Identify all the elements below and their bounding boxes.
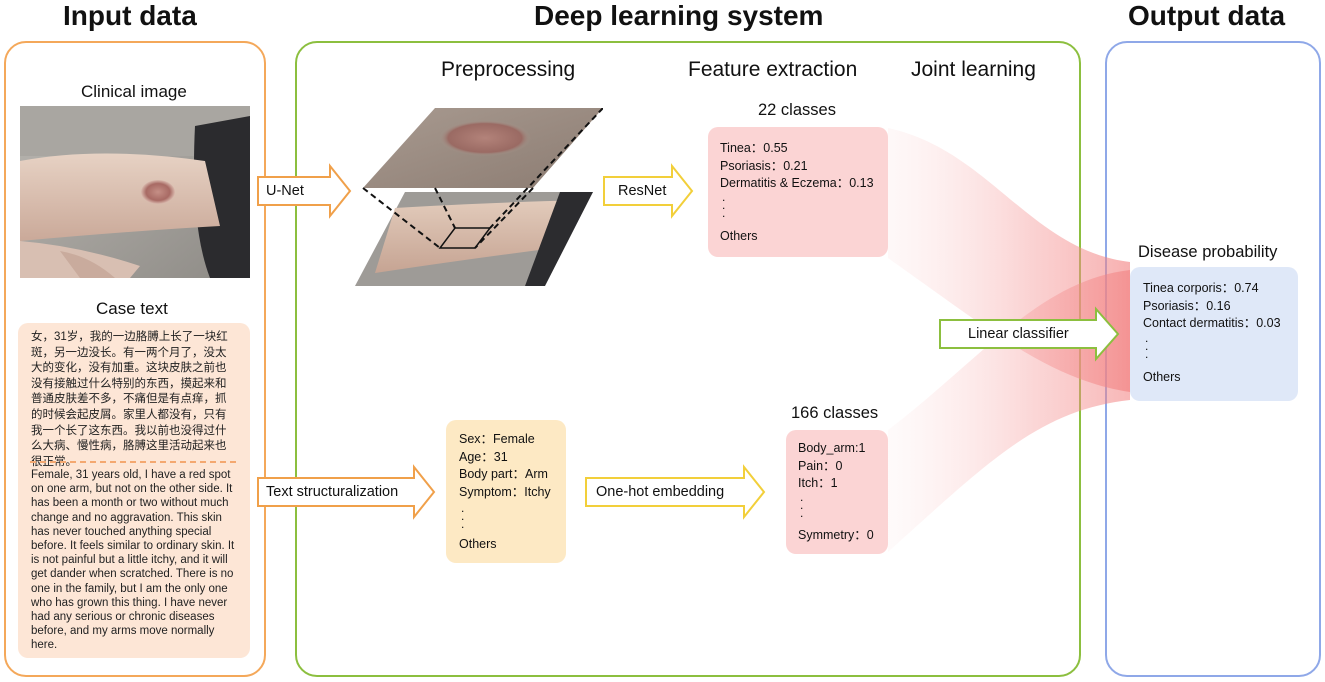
output-data-title: Output data	[1128, 0, 1286, 31]
case-text-box: 女，31岁，我的一边胳膊上长了一块红 斑，另一边没长。有一两个月了，没太 大的变…	[18, 323, 250, 658]
text-feature-line: Body_arm:1	[798, 441, 866, 455]
ellipsis-dots: ...	[722, 190, 726, 220]
linear-classifier-label: Linear classifier	[968, 326, 1069, 342]
image-feature-line: Psoriasis：0.21	[720, 158, 808, 173]
chinese-case-text: 女，31岁，我的一边胳膊上长了一块红 斑，另一边没长。有一两个月了，没太 大的变…	[31, 331, 228, 468]
image-classes-header: 22 classes	[758, 101, 836, 119]
onehot-arrow	[585, 464, 766, 520]
output-probability-line: Tinea corporis：0.74	[1143, 281, 1259, 295]
unet-label: U-Net	[266, 183, 304, 199]
text-classes-header: 166 classes	[791, 404, 879, 422]
linear-classifier-arrow	[939, 306, 1120, 362]
onehot-label: One-hot embedding	[596, 484, 725, 500]
output-others: Others	[1143, 370, 1181, 384]
clinical-image-label: Clinical image	[81, 82, 187, 101]
image-feature-line: Dermatitis & Eczema：0.13	[720, 176, 874, 190]
input-data-title: Input data	[63, 0, 197, 31]
ellipsis-dots: ...	[1145, 331, 1149, 361]
image-feature-line: Tinea：0.55	[720, 141, 788, 155]
text-feature-others: Symmetry：0	[798, 528, 874, 542]
structured-line: Symptom：Itchy	[459, 484, 551, 499]
text-feature-line: Pain：0	[798, 458, 843, 473]
input-panel	[4, 41, 266, 677]
resnet-label: ResNet	[618, 183, 667, 199]
output-probability-line: Psoriasis：0.16	[1143, 298, 1231, 313]
text-structuralization-label: Text structuralization	[266, 484, 399, 500]
structured-others: Others	[459, 537, 497, 551]
disease-probability-header: Disease probability	[1138, 243, 1278, 261]
text-divider	[30, 461, 236, 463]
clinical-image-photo	[20, 106, 250, 278]
structured-text-box: Sex：Female Age：31 Body part：Arm Symptom：…	[446, 420, 566, 563]
english-case-text: Female, 31 years old, I have a red spot …	[31, 469, 235, 652]
output-probability-box: Tinea corporis：0.74 Psoriasis：0.16 Conta…	[1130, 267, 1298, 401]
preprocessing-heading: Preprocessing	[441, 58, 576, 81]
image-feature-others: Others	[720, 229, 758, 243]
case-text-label: Case text	[96, 299, 168, 318]
structured-line: Sex：Female	[459, 432, 535, 446]
text-feature-box: Body_arm:1 Pain：0 Itch：1 ... Symmetry：0	[786, 430, 888, 554]
deep-learning-system-title: Deep learning system	[534, 0, 824, 31]
image-feature-box: Tinea：0.55 Psoriasis：0.21 Dermatitis & E…	[708, 127, 888, 257]
text-feature-line: Itch：1	[798, 476, 838, 490]
resnet-arrow	[603, 163, 694, 219]
output-probability-line: Contact dermatitis：0.03	[1143, 316, 1281, 330]
ellipsis-dots: ...	[800, 490, 804, 520]
text-structuralization-arrow	[257, 464, 436, 520]
feature-extraction-heading: Feature extraction	[688, 58, 858, 81]
structured-line: Age：31	[459, 449, 508, 464]
preprocessed-lesion-crop	[355, 108, 603, 286]
structured-line: Body part：Arm	[459, 467, 548, 481]
joint-learning-heading: Joint learning	[911, 58, 1036, 81]
ellipsis-dots: ...	[461, 501, 465, 531]
unet-arrow	[257, 163, 352, 219]
